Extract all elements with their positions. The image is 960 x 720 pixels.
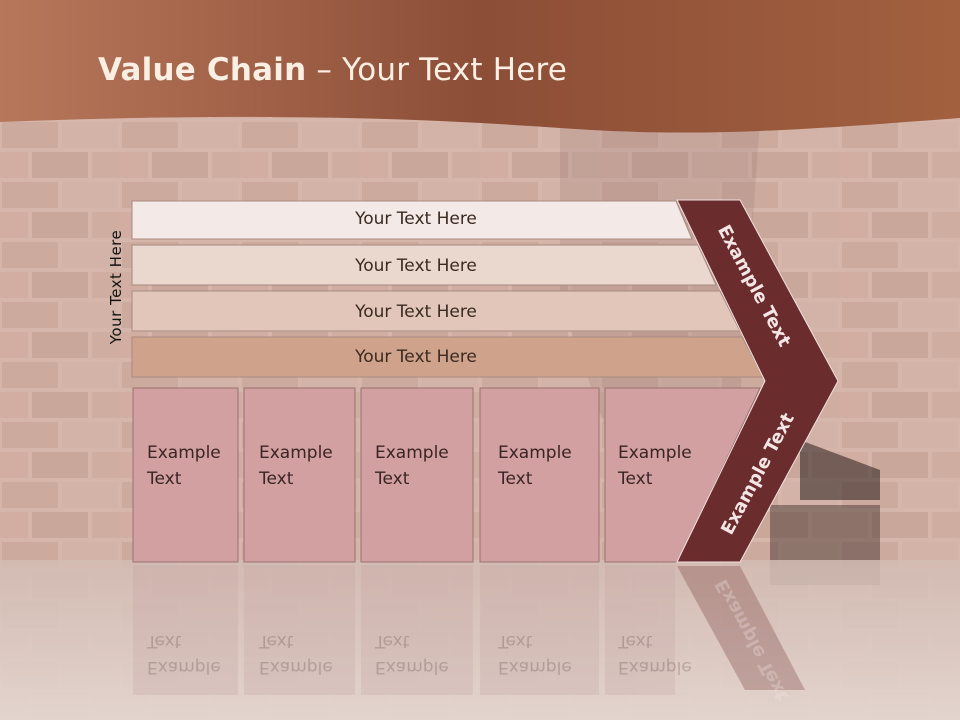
activity-box-3 [360,387,474,563]
activity-box-4 [479,387,600,563]
row-bar-2 [131,244,717,286]
row-label-4: Your Text Here [355,347,477,367]
activity-box-2 [243,387,356,563]
row-label-1: Your Text Here [355,209,477,229]
slide-title: Value Chain – Your Text Here [98,52,567,88]
row-label-2: Your Text Here [355,256,477,276]
chevron-reflection [677,566,805,690]
activity-box-1 [132,387,239,563]
row-bar-3 [131,290,741,332]
title-rest: – Your Text Here [306,52,568,88]
row-bar-1 [131,200,693,240]
title-bold: Value Chain [98,52,307,88]
row-label-3: Your Text Here [355,302,477,322]
chevron-arrow [676,199,839,563]
